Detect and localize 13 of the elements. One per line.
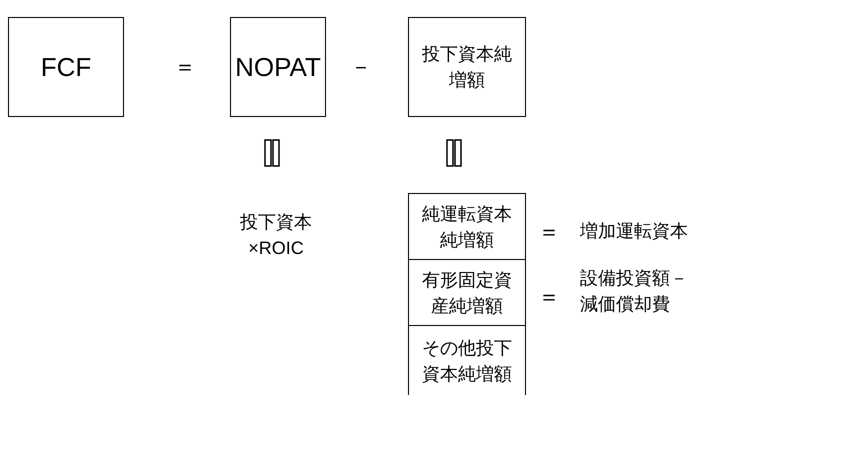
component-cell: 純運転資本純増額	[408, 193, 526, 260]
formula-box: NOPAT	[230, 17, 326, 117]
formula-text: 投下資本×ROIC	[226, 200, 326, 270]
formula-box: 投下資本純増額	[408, 17, 526, 117]
operator-sign: ＝	[174, 53, 196, 81]
operator-sign: －	[350, 53, 372, 81]
formula-box: FCF	[8, 17, 124, 117]
component-cell: 有形固定資産純増額	[408, 259, 526, 326]
operator-sign: ＝	[538, 283, 560, 311]
component-cell: その他投下資本純増額	[408, 325, 526, 395]
equivalent-text: 設備投資額－減価償却費	[580, 267, 689, 316]
equivalent-text: 増加運転資本	[580, 220, 689, 243]
operator-sign: ＝	[538, 218, 560, 246]
